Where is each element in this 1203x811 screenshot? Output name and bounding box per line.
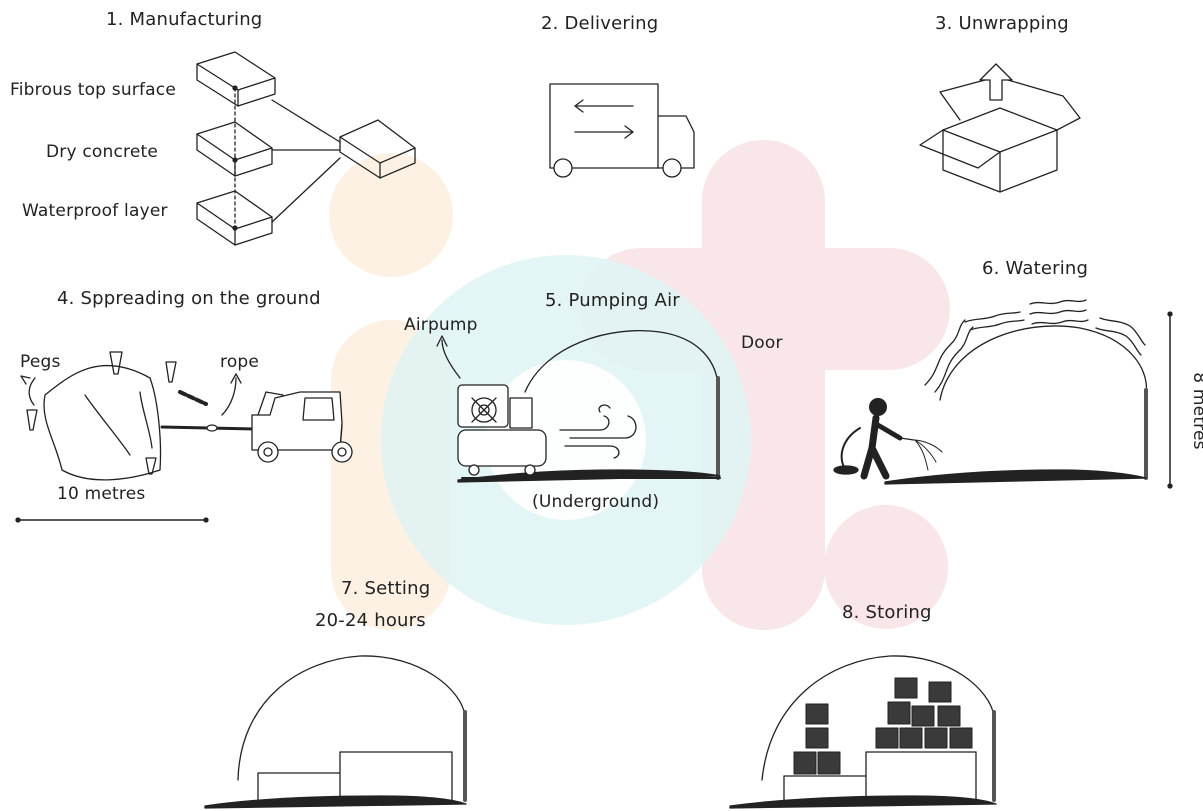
label-fibrous-surface: Fibrous top surface [10,80,176,100]
step-5-title: 5. Pumping Air [545,290,680,311]
dome-outline-storing [761,655,995,781]
ground-shadow-setting [204,795,467,809]
label-waterproof-layer: Waterproof layer [22,201,168,221]
peg-icon [26,351,177,475]
step-8-title: 8. Storing [842,602,932,623]
label-underground: (Underground) [532,492,660,512]
watermark-dot-orange [329,153,453,277]
pallet-right [865,751,977,805]
pegs-pointer [28,377,36,406]
ground-shadow [457,469,721,483]
fabric-sheet-icon [43,364,162,481]
delivery-truck-icon [549,83,695,178]
pegs-arrowhead [20,375,31,385]
heat-waves [924,299,1146,393]
rope-knot [206,424,218,432]
wind-icon [559,404,637,459]
step-3-title: 3. Unwrapping [935,13,1069,34]
rope-pointer [221,377,237,416]
stacked-crates [793,677,973,775]
watermark-dot-pink [824,505,948,629]
tow-truck-icon [251,391,353,463]
person-watering-icon [833,398,915,480]
step-4-title: 4. Sppreading on the ground [57,288,321,309]
dome-outline-setting [237,655,466,781]
label-pegs: Pegs [20,352,61,372]
concrete-block-icon [196,51,276,107]
rope-line [178,390,208,406]
slab-right [339,751,453,804]
label-ten-metres: 10 metres [57,484,146,504]
step-7-duration: 20-24 hours [315,610,426,631]
label-door: Door [741,333,783,353]
ground-shadow-watering [884,469,1147,485]
step-1-title: 1. Manufacturing [106,9,263,30]
rope-arrowhead [230,373,242,384]
water-spray [914,439,943,471]
step-6-title: 6. Watering [982,258,1089,279]
label-airpump: Airpump [404,315,478,335]
open-box-icon [919,63,1081,193]
airpump-arrowhead [436,335,448,347]
step-2-title: 2. Delivering [541,13,659,34]
ground-shadow-storing [729,795,997,809]
combined-block-icon [339,119,416,179]
layer-connectors [232,85,341,231]
label-rope: rope [220,352,260,372]
step-7-title: 7. Setting [341,578,431,599]
label-dry-concrete: Dry concrete [46,142,159,162]
air-compressor-icon [457,384,547,476]
label-eight-metres: 8 metres [1189,372,1203,450]
dome-outline-watering [939,325,1148,401]
airpump-pointer [441,339,461,379]
dome-outline [524,330,719,393]
